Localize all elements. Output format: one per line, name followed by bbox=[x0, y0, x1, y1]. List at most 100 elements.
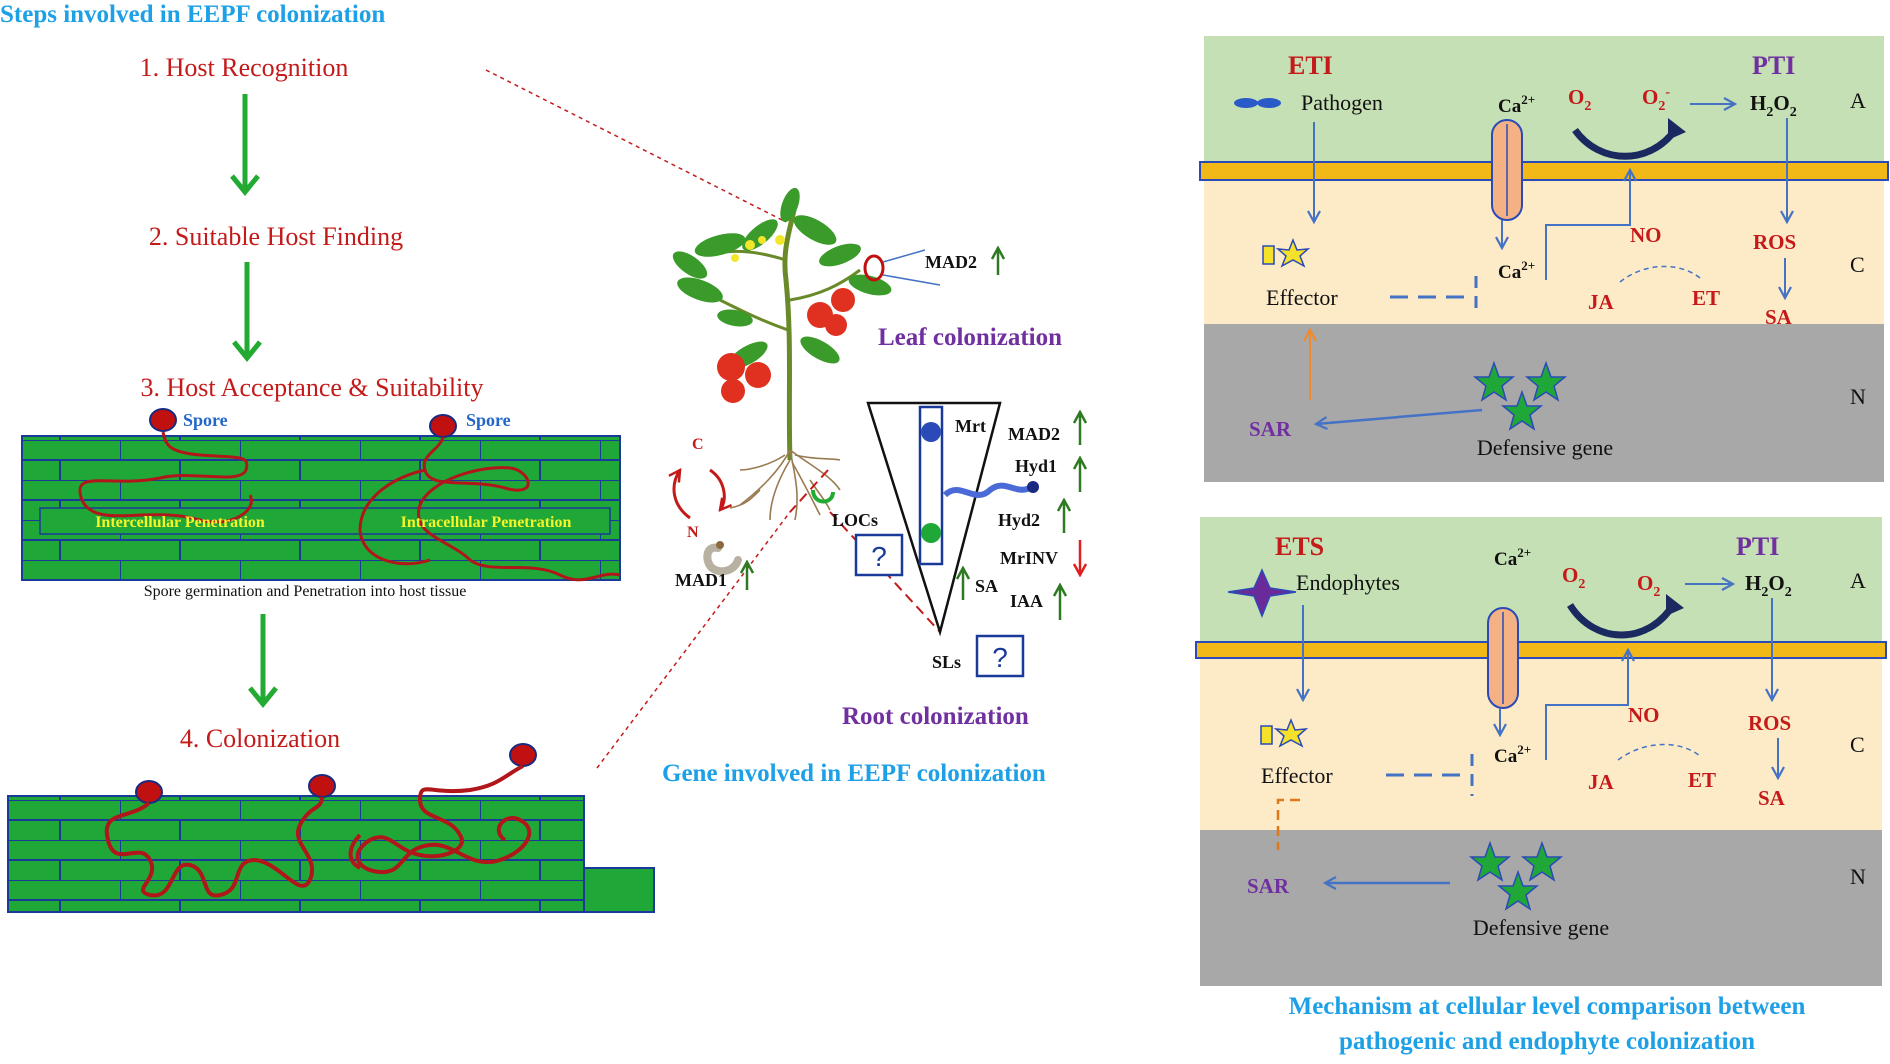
gene-mad2-root: MAD2 bbox=[1008, 424, 1060, 444]
locs-question-mark: ? bbox=[871, 541, 887, 572]
panel2-ets: ETS bbox=[1275, 532, 1324, 561]
intracellular-label: Intracellular Penetration bbox=[401, 514, 572, 531]
step-2-label: 2. Suitable Host Finding bbox=[149, 222, 403, 251]
hypha-worm bbox=[942, 482, 1032, 498]
panel1-defensive-gene-stars bbox=[1472, 360, 1568, 431]
panel1-h2o2: H2O2 bbox=[1750, 91, 1797, 120]
panel1-membrane bbox=[1199, 161, 1889, 181]
panel1-ca-top: Ca2+ bbox=[1498, 92, 1535, 117]
panel1-zone-n: N bbox=[1850, 384, 1866, 409]
gene-mrinv: MrINV bbox=[1000, 548, 1058, 568]
panel1-effector-star-icon bbox=[1275, 237, 1311, 268]
cycle-arrow-left bbox=[674, 470, 691, 520]
step-1-label: 1. Host Recognition bbox=[140, 53, 349, 82]
sls-question-mark: ? bbox=[992, 642, 1008, 673]
hypha-colonization-1 bbox=[104, 796, 324, 898]
root-zoom-triangle bbox=[866, 401, 1002, 637]
panel1-zone-a: A bbox=[1850, 88, 1866, 113]
plant-stem bbox=[782, 209, 797, 461]
panel2-apoplast bbox=[1200, 517, 1882, 642]
root-colonization-marker bbox=[811, 489, 835, 504]
connector-recognition-to-plant bbox=[485, 69, 787, 223]
connector-colonization-to-root bbox=[596, 511, 791, 769]
mechanism-caption-line2: pathogenic and endophyte colonization bbox=[1339, 1028, 1755, 1055]
panel2-ca-to-oxidase-arrow bbox=[1545, 650, 1628, 760]
gene-involved-title: Gene involved in EEPF colonization bbox=[662, 760, 1046, 787]
plant-leaves bbox=[672, 187, 892, 369]
spore-label-right: Spore bbox=[466, 410, 511, 430]
gene-sa: SA bbox=[975, 576, 998, 596]
endophyte-icon bbox=[1227, 568, 1297, 619]
panel1-pathogen-label: Pathogen bbox=[1301, 90, 1383, 115]
step-arrow-1-head bbox=[230, 174, 260, 196]
gene-iaa: IAA bbox=[1010, 591, 1043, 611]
panel2-zone-c: C bbox=[1850, 732, 1865, 757]
leaf-colonization-title: Leaf colonization bbox=[878, 324, 1062, 351]
panel1-defensive-label: Defensive gene bbox=[1477, 435, 1613, 460]
plant-roots bbox=[729, 449, 841, 521]
gene-mad1: MAD1 bbox=[675, 570, 727, 590]
plant-section: MAD2 Leaf colonization C N MAD1 bbox=[662, 187, 1080, 787]
panel2-no: NO bbox=[1628, 703, 1660, 727]
plant-flowers bbox=[731, 235, 785, 262]
gene-mrt: Mrt bbox=[955, 416, 986, 436]
panel2-ca-bottom: Ca2+ bbox=[1494, 742, 1531, 767]
cycle-arrow-right bbox=[709, 468, 724, 510]
gene-mad2-leaf: MAD2 bbox=[925, 252, 977, 272]
panel2-h2o2: H2O2 bbox=[1745, 571, 1792, 600]
panel1-ca-bottom: Ca2+ bbox=[1498, 258, 1535, 283]
hypha-intercellular bbox=[78, 431, 253, 524]
tomatoes bbox=[717, 288, 855, 403]
steps-section: Steps involved in EEPF colonization 1. H… bbox=[0, 1, 655, 913]
panel2-sar: SAR bbox=[1247, 874, 1290, 898]
panel2-zone-n: N bbox=[1850, 864, 1866, 889]
steps-title: Steps involved in EEPF colonization bbox=[0, 1, 385, 28]
cycle-c-label: C bbox=[692, 436, 704, 453]
step-arrow-3-head bbox=[248, 686, 278, 708]
panel2-et: ET bbox=[1688, 768, 1716, 792]
panel2-endophytes-label: Endophytes bbox=[1296, 570, 1400, 595]
panel1-zone-c: C bbox=[1850, 252, 1865, 277]
step-3-label: 3. Host Acceptance & Suitability bbox=[141, 373, 484, 402]
gene-locs: LOCs bbox=[832, 510, 878, 530]
panel2-cytoplasm bbox=[1200, 658, 1882, 830]
hypha-cell-green bbox=[921, 523, 941, 543]
hypha-cell-tube bbox=[918, 405, 944, 566]
pathogen-icon bbox=[1234, 98, 1281, 108]
hypha-intracellular bbox=[416, 436, 621, 582]
panel1-apoplast bbox=[1204, 36, 1884, 162]
gene-hyd1: Hyd1 bbox=[1015, 456, 1057, 476]
intercellular-label: Intercellular Penetration bbox=[95, 514, 265, 531]
panel1-sar: SAR bbox=[1249, 417, 1292, 441]
spore-col-1 bbox=[135, 780, 163, 804]
panel2-ros: ROS bbox=[1748, 711, 1791, 735]
panel1-effector-label: Effector bbox=[1266, 285, 1338, 310]
panel1-cytoplasm bbox=[1204, 180, 1884, 324]
panel2-effector-star-icon bbox=[1273, 717, 1309, 748]
gene-hyd2: Hyd2 bbox=[998, 510, 1040, 530]
panel2-effector-label: Effector bbox=[1261, 763, 1333, 788]
root-colonization-title: Root colonization bbox=[842, 703, 1029, 730]
panel2-ja: JA bbox=[1588, 770, 1615, 794]
panel2-blocked-sar-line bbox=[1276, 798, 1300, 850]
locs-unknown-box bbox=[854, 533, 904, 577]
panel2-membrane bbox=[1195, 641, 1887, 659]
panel1-eti: ETI bbox=[1288, 51, 1333, 80]
panel1-sa: SA bbox=[1765, 305, 1793, 329]
panel1-gene-to-sar-arrow bbox=[1316, 408, 1483, 424]
step-4-label: 4. Colonization bbox=[180, 724, 340, 753]
panel1-ja-et-crosstalk bbox=[1619, 265, 1701, 283]
mechanism-panel-endophyte: ETS PTI Endophytes Ca2+ Ca2+ O2 O2 H2O2 … bbox=[1195, 517, 1887, 986]
spore-left bbox=[149, 408, 177, 432]
larva-icon bbox=[703, 541, 742, 576]
mechanism-panel-pathogen: ETI PTI Pathogen Ca2+ Ca2+ O2 O2- H2O2 A… bbox=[1199, 36, 1889, 482]
spore-right bbox=[429, 414, 457, 438]
panel1-nucleus bbox=[1204, 324, 1884, 482]
panel1-et: ET bbox=[1692, 286, 1720, 310]
mechanism-caption-line1: Mechanism at cellular level comparison b… bbox=[1289, 993, 1806, 1020]
gene-sls: SLs bbox=[932, 652, 961, 672]
spore-label-left: Spore bbox=[183, 410, 228, 430]
cycle-n-label: N bbox=[687, 524, 699, 541]
panel2-pti: PTI bbox=[1736, 532, 1779, 561]
